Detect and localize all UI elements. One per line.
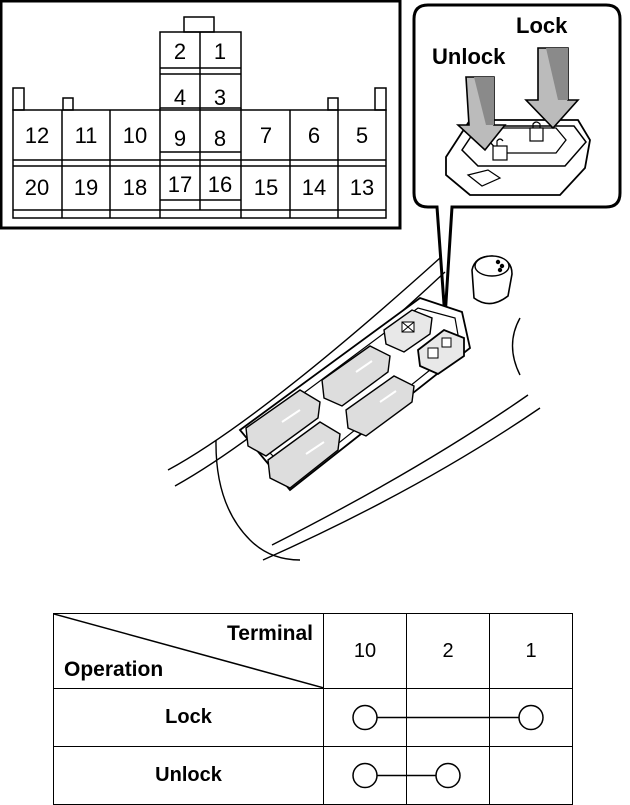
door-lock-switch xyxy=(417,328,465,376)
pin-label: 5 xyxy=(356,123,368,148)
pin-label: 15 xyxy=(254,175,278,200)
continuity-table: Terminal Operation 10 2 1 Lock Unlock xyxy=(53,613,573,805)
lock-symbol-icon xyxy=(529,127,544,142)
terminal-header: Terminal xyxy=(227,622,313,645)
connector-frame xyxy=(0,0,402,230)
pin-label: 12 xyxy=(25,123,49,148)
window-switch-front-left xyxy=(245,389,321,457)
operation-cell: Unlock xyxy=(53,746,324,805)
pin-label: 13 xyxy=(350,175,374,200)
table-corner-cell: Terminal Operation xyxy=(53,613,324,689)
operation-header: Operation xyxy=(64,658,164,681)
window-switch-rear-right xyxy=(345,375,415,437)
pin-label: 7 xyxy=(260,123,272,148)
terminal-cell xyxy=(489,688,573,747)
pin-label: 10 xyxy=(123,123,147,148)
terminal-col-header: 2 xyxy=(406,613,490,689)
corner-diagonal-line xyxy=(54,614,324,688)
pin-label: 11 xyxy=(75,123,98,148)
pin-label: 2 xyxy=(174,39,186,64)
table-row: Lock xyxy=(53,688,573,747)
pin-label: 20 xyxy=(25,175,49,200)
table-row: Unlock xyxy=(53,746,573,805)
pin-label: 1 xyxy=(214,39,226,64)
unlock-symbol-icon xyxy=(492,145,508,161)
terminal-col-header: 10 xyxy=(323,613,407,689)
master-switch-assembly xyxy=(167,255,541,561)
connector-diagram xyxy=(0,0,402,230)
table-header-row: Terminal Operation 10 2 1 xyxy=(53,613,573,689)
pin-label: 9 xyxy=(174,126,186,151)
unlock-label: Unlock xyxy=(432,44,506,69)
pin-label: 4 xyxy=(174,85,186,110)
window-switch-group xyxy=(245,345,415,489)
lock-label: Lock xyxy=(516,13,568,38)
pin-label: 14 xyxy=(302,175,326,200)
terminal-cell xyxy=(406,746,490,805)
pin-label: 18 xyxy=(123,175,147,200)
pin-label: 16 xyxy=(208,172,232,197)
pin-label: 17 xyxy=(168,172,192,197)
pin-label: 6 xyxy=(308,123,320,148)
pin-label: 3 xyxy=(214,85,226,110)
pin-label: 8 xyxy=(214,126,226,151)
pin-label: 19 xyxy=(74,175,98,200)
terminal-col-header: 1 xyxy=(489,613,573,689)
window-switch-front-right xyxy=(321,345,391,407)
lock-switch-callout: Unlock Lock xyxy=(412,3,622,319)
terminal-cell xyxy=(323,746,407,805)
window-switch-rear-left xyxy=(267,421,341,489)
terminal-cell xyxy=(323,688,407,747)
terminal-cell xyxy=(406,688,490,747)
operation-cell: Lock xyxy=(53,688,324,747)
door-trim-line xyxy=(167,257,441,471)
terminal-cell xyxy=(489,746,573,805)
